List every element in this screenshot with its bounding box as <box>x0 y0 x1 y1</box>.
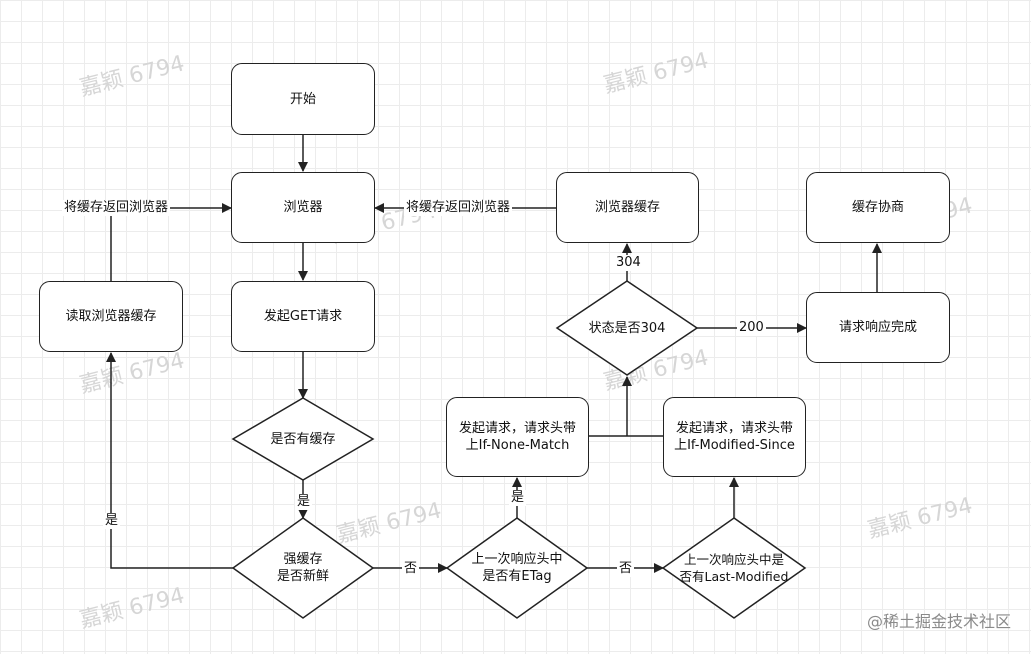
edge-label-yes-etag: 是 <box>509 490 527 506</box>
edge-label-yes-fresh: 是 <box>103 513 121 529</box>
decision-status-304 <box>555 280 699 376</box>
decision-has-etag <box>445 517 589 619</box>
read-browser-cache-label: 读取浏览器缓存 <box>65 309 157 324</box>
start-label: 开始 <box>289 91 316 107</box>
decision-strong-cache-fresh <box>231 517 375 619</box>
decision-has-last-modified <box>661 517 807 619</box>
edge-label-no-fresh: 否 <box>402 561 420 577</box>
edge-label-no-etag: 否 <box>617 561 635 577</box>
req-if-none-match-line2: 上If-None-Match <box>465 438 570 453</box>
req-if-modified-since-line2: 上If-Modified-Since <box>674 438 795 453</box>
edge-label-yes-has-cache: 是 <box>295 494 313 510</box>
edge-label-304: 304 <box>614 255 643 271</box>
req-if-none-match-node: 发起请求，请求头带 上If-None-Match <box>446 397 589 477</box>
edge-label-return-cache-mid: 将缓存返回浏览器 <box>404 200 513 216</box>
brand-watermark: @稀土掘金技术社区 <box>866 612 1011 631</box>
decision-has-cache <box>231 397 375 481</box>
send-get-label: 发起GET请求 <box>263 309 343 324</box>
req-if-modified-since-node: 发起请求，请求头带 上If-Modified-Since <box>663 397 806 477</box>
send-get-node: 发起GET请求 <box>231 281 375 352</box>
browser-cache-node: 浏览器缓存 <box>556 172 699 243</box>
cache-negotiation-label: 缓存协商 <box>851 200 904 215</box>
edge-label-return-cache-left: 将缓存返回浏览器 <box>62 200 171 216</box>
request-complete-label: 请求响应完成 <box>838 320 917 335</box>
browser-cache-label: 浏览器缓存 <box>594 200 660 215</box>
request-complete-node: 请求响应完成 <box>806 292 950 363</box>
cache-negotiation-node: 缓存协商 <box>806 172 950 243</box>
req-if-none-match-line1: 发起请求，请求头带 <box>458 421 576 436</box>
start-node: 开始 <box>231 63 375 135</box>
edge-label-200: 200 <box>737 320 766 336</box>
browser-label: 浏览器 <box>283 200 323 215</box>
req-if-modified-since-label: 发起请求，请求头带 上If-Modified-Since <box>674 420 795 454</box>
req-if-modified-since-line1: 发起请求，请求头带 <box>675 421 793 436</box>
read-browser-cache-node: 读取浏览器缓存 <box>39 281 183 352</box>
req-if-none-match-label: 发起请求，请求头带 上If-None-Match <box>459 420 576 454</box>
browser-node: 浏览器 <box>231 172 375 243</box>
